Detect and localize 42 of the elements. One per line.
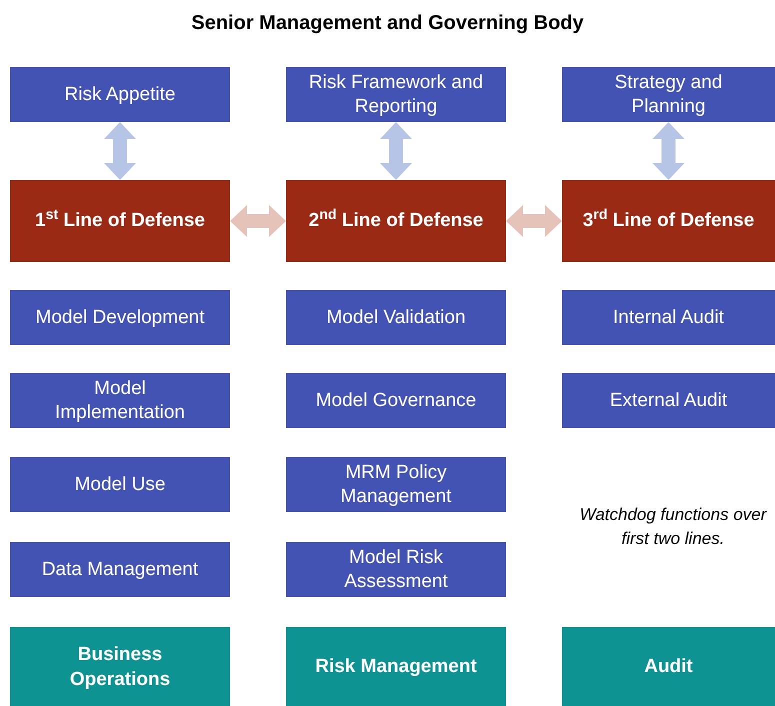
box-label: Risk Framework and Reporting [308,70,484,118]
box-label: Model Development [36,306,204,330]
box-label: Risk Management [315,655,477,679]
box-label: Strategy and Planning [614,70,724,118]
function-box [562,290,775,345]
double-arrow [380,122,412,180]
box-label: Risk Appetite [64,82,176,106]
box-label: Model Risk Assessment [343,546,449,594]
box-label: Data Management [42,558,198,582]
function-box [286,373,506,428]
box-label: Model Validation [326,306,466,330]
box-label: Audit [644,655,693,679]
box-label: Internal Audit [613,306,724,330]
title: Senior Management and Governing Body [190,11,585,36]
process-box [10,67,230,122]
group-box [10,627,230,706]
function-box [10,290,230,345]
function-box [286,457,506,512]
double-arrow [506,205,562,237]
box-label: MRM Policy Management [340,460,452,508]
box-label: Model Governance [316,388,476,412]
box-label: Business Operations [68,642,172,692]
box-label: Model Implementation [54,376,186,424]
group-box [286,627,506,706]
process-box [562,67,775,122]
function-box [10,457,230,512]
function-box [562,373,775,428]
box-label: Model Use [74,472,166,496]
box-label: 1$^{st}$ Line of Defense [35,206,205,233]
function-box [10,373,230,428]
double-arrow [230,205,286,237]
note-text: Watchdog functions over first two lines. [578,504,768,550]
group-box [562,627,775,706]
box-label: 3$^{rd}$ Line of Defense [582,206,754,233]
box-label: External Audit [610,388,728,412]
process-box [286,67,506,122]
function-box [286,290,506,345]
function-box [10,542,230,597]
function-box [286,542,506,597]
double-arrow [652,122,684,180]
box-label: 2$^{nd}$ Line of Defense [308,206,484,233]
double-arrow [104,122,136,180]
